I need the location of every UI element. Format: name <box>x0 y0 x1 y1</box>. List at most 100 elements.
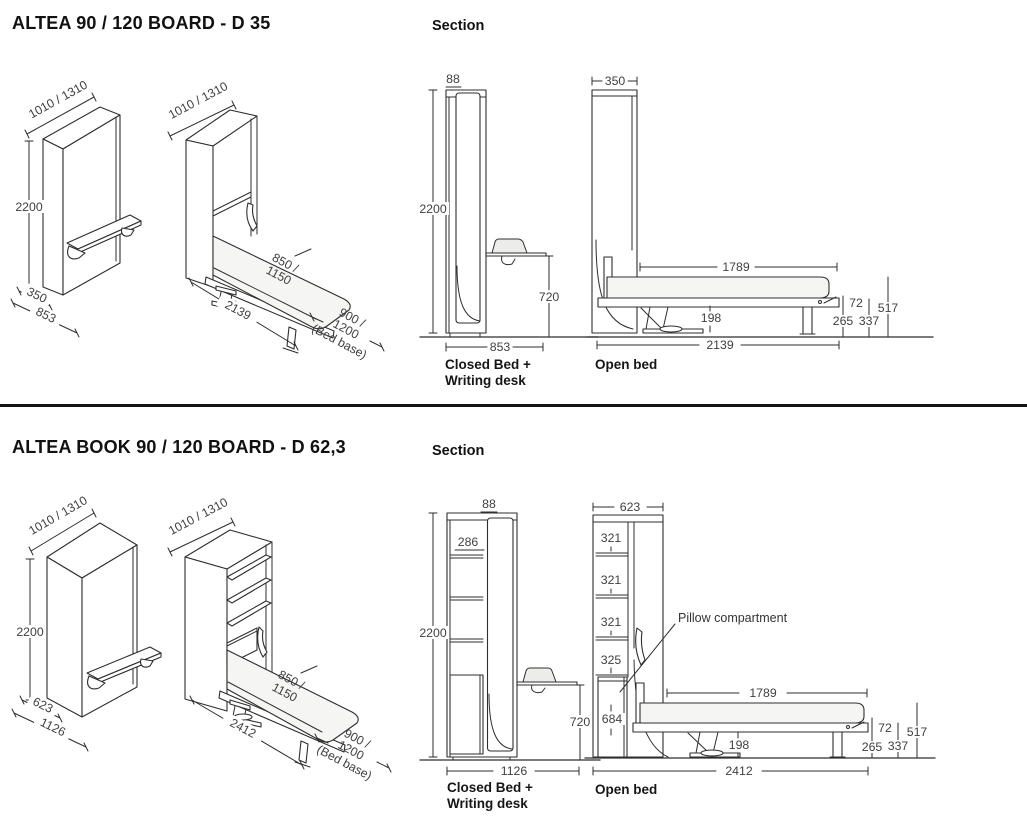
foot-leg <box>286 326 297 350</box>
mattress-edge-line <box>227 681 323 733</box>
svg-text:1789: 1789 <box>749 686 777 700</box>
folded-leg-arc <box>456 265 481 322</box>
foot-base <box>282 347 299 354</box>
mattress <box>606 276 830 299</box>
feet <box>449 332 481 338</box>
pillow-leader-line <box>619 623 676 693</box>
bottom-closed-section: 88 286 2200 720 1126 <box>417 497 601 778</box>
desk-bracket-right <box>121 227 135 237</box>
frame-pivot <box>818 300 822 304</box>
top-title: ALTEA 90 / 120 BOARD - D 35 <box>12 13 271 33</box>
bed-frame <box>597 297 840 308</box>
dim-bed-height: 517 <box>907 725 928 739</box>
dim-length: 2139 <box>596 338 840 352</box>
desk-bracket-right <box>140 658 154 668</box>
dim-right-cluster: 72 265 337 517 <box>831 276 900 338</box>
cabinet-side-face <box>184 556 228 712</box>
dim-shelf-gap-3: 321 <box>601 615 622 629</box>
foot-leg <box>832 731 843 758</box>
shelf-lines <box>595 552 629 676</box>
bed-frame <box>632 722 869 733</box>
top-closed-caption-line2: Writing desk <box>445 373 526 388</box>
mattress <box>639 702 865 724</box>
svg-text:1010 / 1310: 1010 / 1310 <box>166 495 230 538</box>
dim-depth: 350 <box>591 74 638 88</box>
dim-desk-height: 720 <box>535 255 564 338</box>
dim-width-text: 1010 / 1310 <box>26 78 90 122</box>
feet <box>452 756 511 761</box>
pedestal-legs <box>640 306 669 330</box>
bottom-open-section: 623 321 321 321 325 684 1789 198 2412 72 <box>584 500 936 778</box>
mattress-edge-line <box>213 267 317 320</box>
bottom-closed-perspective: 1010 / 1310 2200 623 1126 <box>11 493 162 752</box>
svg-text:88: 88 <box>446 72 460 86</box>
desk-lid <box>522 667 557 683</box>
svg-text:1789: 1789 <box>722 260 750 274</box>
svg-text:720: 720 <box>570 715 591 729</box>
desk-bracket-left <box>67 245 86 260</box>
dim-height: 2200 <box>417 89 449 334</box>
dim-shelf-gap-2: 321 <box>601 573 622 587</box>
cabinet-side-face <box>185 139 214 288</box>
dim-right-cluster: 72 265 337 517 <box>860 702 929 759</box>
dim-frame-height: 72 <box>878 721 892 735</box>
top-open-section: 350 1789 198 2139 72 265 337 517 <box>586 74 934 352</box>
svg-text:286: 286 <box>458 535 479 549</box>
section-divider <box>0 404 1027 407</box>
dim-depth: 853 <box>445 340 544 354</box>
dim-height: 2200 <box>13 140 45 290</box>
svg-text:2200: 2200 <box>16 625 44 639</box>
frame-pivot <box>846 725 850 729</box>
fold-leg <box>257 626 268 658</box>
bottom-closed-caption-line1: Closed Bed + <box>447 780 533 795</box>
top-section-label: Section <box>432 18 485 34</box>
desk-hook <box>501 255 516 266</box>
desk-hook <box>531 684 546 694</box>
svg-text:350: 350 <box>605 74 626 88</box>
dim-shelf-gap-4: 325 <box>601 653 622 667</box>
svg-text:2200: 2200 <box>419 202 447 216</box>
dim-shelf-gaps: 321 321 321 325 684 <box>599 531 625 736</box>
fold-leg <box>246 202 258 232</box>
cabinet-top-face <box>185 109 258 147</box>
bottom-title: ALTEA BOOK 90 / 120 BOARD - D 62,3 <box>12 437 346 457</box>
svg-text:1010 / 1310: 1010 / 1310 <box>26 493 89 538</box>
top-open-caption: Open bed <box>595 357 658 372</box>
svg-text:623: 623 <box>620 500 641 514</box>
svg-text:88: 88 <box>482 497 496 511</box>
pedestal-dome <box>700 749 724 757</box>
dim-shelf-depth: 286 <box>454 535 485 551</box>
top-closed-caption-line1: Closed Bed + <box>445 357 531 372</box>
dim-length: 2412 <box>592 764 869 778</box>
foot-leg <box>298 740 309 764</box>
shelf-lines <box>449 554 484 643</box>
fold-leg <box>635 627 646 666</box>
cabinet-back-edge <box>265 541 273 693</box>
svg-text:1126: 1126 <box>501 764 528 778</box>
headboard-lines <box>212 191 252 217</box>
bottom-closed-caption: Closed Bed + Writing desk <box>447 780 533 812</box>
dim-top-thickness: 88 <box>480 497 498 513</box>
dim-frame-height: 72 <box>849 296 863 310</box>
cabinet-side-face <box>42 138 64 296</box>
dim-top-thickness: 88 <box>445 72 462 88</box>
svg-text:198: 198 <box>701 311 722 325</box>
dim-leg-height: 265 <box>862 740 883 754</box>
svg-text:2200: 2200 <box>419 626 447 640</box>
svg-text:198: 198 <box>729 738 750 752</box>
dim-mattress: 850 / 1150 <box>264 248 312 288</box>
dim-height: 2200 <box>14 558 46 701</box>
bottom-open-caption: Open bed <box>595 782 658 797</box>
top-closed-caption: Closed Bed + Writing desk <box>445 357 531 389</box>
shelf-3 <box>226 600 272 627</box>
svg-text:2412: 2412 <box>725 764 753 778</box>
bottom-closed-caption-line2: Writing desk <box>447 796 528 811</box>
svg-text:853: 853 <box>490 340 511 354</box>
frame-latch <box>851 721 865 729</box>
shelf-1 <box>226 554 272 581</box>
mattress <box>226 649 359 743</box>
desk-bracket-left <box>87 675 106 690</box>
top-closed-perspective: 1010 / 1310 2200 350 853 <box>10 78 142 338</box>
dim-frame-top-height: 337 <box>859 314 880 328</box>
